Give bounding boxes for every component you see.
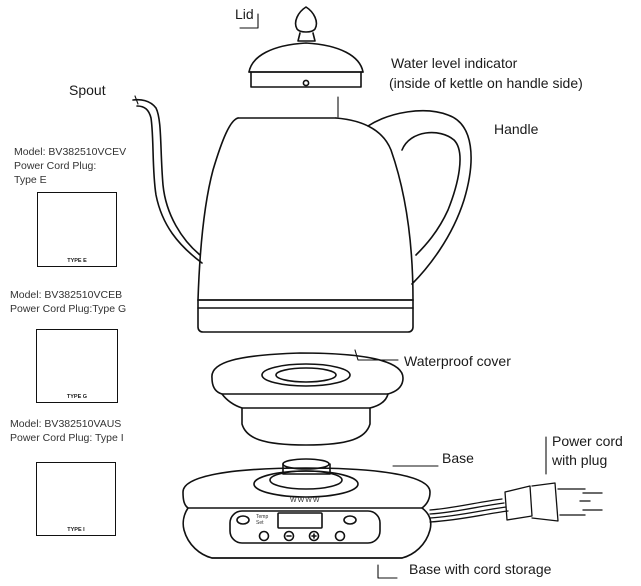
water-level-label-line2: (inside of kettle on handle side) (389, 75, 583, 91)
kettle-lid (248, 6, 364, 88)
type-e-caption: TYPE E (67, 258, 87, 264)
waterproof-cover-label: Waterproof cover (404, 353, 511, 369)
kettle-base (182, 458, 432, 559)
kettle-handle (367, 109, 472, 285)
lid-label: Lid (235, 6, 254, 22)
model-e-line3: Type E (14, 174, 47, 186)
base-brand-text: WWWW (290, 497, 321, 504)
kettle-body (197, 117, 414, 333)
control-panel (229, 510, 381, 544)
temp-label-line1: Temp (256, 514, 269, 520)
type-g-caption: TYPE G (66, 394, 88, 400)
model-g-line1: Model: BV382510VCEB (10, 289, 123, 301)
type-i-plug-box: TYPE I (36, 462, 116, 536)
type-i-caption: TYPE I (67, 527, 85, 533)
base-label: Base (442, 450, 474, 466)
power-cord-label-line2: with plug (552, 452, 608, 468)
power-cord-label-line1: Power cord (552, 433, 623, 449)
temp-label-line2: Set (256, 520, 264, 526)
spout-label: Spout (69, 82, 106, 98)
leader-lines (134, 13, 547, 579)
model-i-line1: Model: BV382510VAUS (10, 418, 122, 430)
water-level-label-line1: Water level indicator (391, 55, 518, 71)
model-e-line2: Power Cord Plug: (14, 160, 97, 172)
kettle-spout (132, 98, 203, 264)
power-cord (429, 482, 603, 523)
model-g-line2: Power Cord Plug:Type G (10, 303, 127, 315)
waterproof-cover (211, 352, 404, 446)
type-e-plug-box: TYPE E (37, 192, 117, 267)
base-cord-storage-label: Base with cord storage (409, 561, 552, 577)
model-i-line2: Power Cord Plug: Type I (10, 432, 124, 444)
model-e-line1: Model: BV382510VCEV (14, 146, 127, 158)
type-g-plug-box: TYPE G (36, 329, 118, 403)
handle-label: Handle (494, 121, 539, 137)
